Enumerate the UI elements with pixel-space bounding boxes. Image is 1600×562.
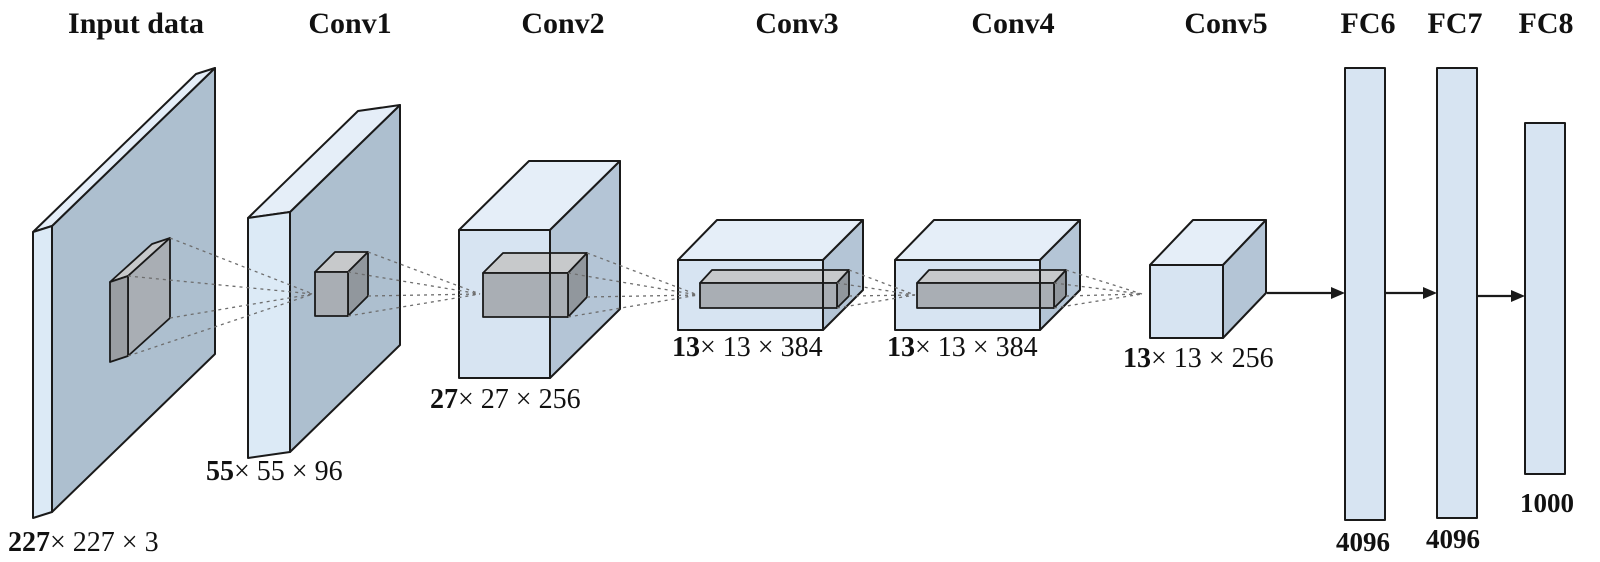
- layer-dims-conv2: 27× 27 × 256: [430, 384, 581, 415]
- conv1-slab-front-strip: [247, 211, 291, 459]
- fc7-bar: [1436, 67, 1478, 519]
- dims-rest: × 27 × 256: [458, 384, 581, 415]
- dims-rest: × 227 × 3: [50, 527, 159, 558]
- fc6-units: 4096: [1336, 527, 1390, 557]
- dims-rest: × 13 × 256: [1151, 343, 1274, 374]
- projection-line: [1053, 293, 1143, 309]
- arrow-head-icon: [1511, 290, 1525, 302]
- layer-dims-conv5: 13× 13 × 256: [1123, 343, 1274, 374]
- conv1-kernel-front: [314, 271, 349, 317]
- layer-title-conv3: Conv3: [755, 7, 838, 40]
- conv4-kernel-top: [916, 269, 1067, 284]
- layer-dims-conv4: 13× 13 × 384: [887, 332, 1038, 363]
- layer-title-fc8: FC8: [1519, 7, 1574, 40]
- projection-line: [1065, 293, 1143, 297]
- conv5-box: [1149, 219, 1267, 339]
- projection-conv2-to-conv3: [567, 252, 699, 318]
- projection-conv3-to-conv4: [836, 269, 916, 309]
- projection-line: [169, 293, 314, 319]
- layer-dims-conv3: 13× 13 × 384: [672, 332, 823, 363]
- projection-line: [567, 294, 699, 318]
- conv3-kernel-box: [699, 260, 850, 330]
- layer-title-conv5: Conv5: [1184, 7, 1267, 40]
- projection-conv1-to-conv2: [347, 251, 481, 317]
- layer-title-fc7: FC7: [1428, 7, 1483, 40]
- layer-title-input: Input data: [68, 7, 204, 40]
- conv2-kernel-front: [482, 272, 569, 318]
- projection-line: [567, 272, 699, 296]
- dims-lead: 13: [1123, 343, 1151, 374]
- projection-line: [586, 294, 699, 298]
- dims-lead: 55: [206, 456, 234, 487]
- dims-rest: × 55 × 96: [234, 456, 343, 487]
- projection-input-to-conv1: [127, 237, 314, 357]
- fc6-bar: [1344, 67, 1386, 521]
- conv3-kernel-top: [699, 269, 850, 284]
- conv4-kernel-box: [916, 260, 1067, 330]
- layer-title-conv2: Conv2: [521, 7, 604, 40]
- conv5-box-front: [1149, 264, 1224, 339]
- projection-line: [836, 294, 916, 309]
- projection-line: [1053, 282, 1143, 295]
- projection-line: [367, 251, 481, 295]
- dims-rest: × 13 × 384: [700, 332, 823, 363]
- layer-title-fc6: FC6: [1341, 7, 1396, 40]
- projection-line: [169, 237, 314, 295]
- projection-line: [347, 293, 481, 317]
- projection-line: [367, 293, 481, 297]
- dims-lead: 13: [672, 332, 700, 363]
- projection-line: [848, 269, 916, 296]
- layer-dims-conv1: 55× 55 × 96: [206, 456, 343, 487]
- conv4-kernel-front: [916, 282, 1055, 309]
- input-slab-front-strip: [32, 225, 53, 519]
- dims-lead: 227: [8, 527, 50, 558]
- layer-title-conv4: Conv4: [971, 7, 1054, 40]
- dims-lead: 27: [430, 384, 458, 415]
- arrow-fc7-to-fc8: [1477, 290, 1525, 302]
- projection-conv4-to-conv5: [1053, 269, 1143, 309]
- projection-line: [586, 252, 699, 296]
- arrow-conv5-to-fc6: [1267, 287, 1345, 299]
- fc7-units: 4096: [1426, 524, 1480, 554]
- layer-title-conv1: Conv1: [308, 7, 391, 40]
- fc8-bar: [1524, 122, 1566, 475]
- dims-lead: 13: [887, 332, 915, 363]
- layer-dims-input: 227× 227 × 3: [8, 527, 159, 558]
- projection-line: [127, 293, 314, 357]
- projection-line: [347, 271, 481, 295]
- conv3-kernel-front: [699, 282, 838, 309]
- arrow-head-icon: [1423, 287, 1437, 299]
- input-kernel-strip: [109, 275, 129, 363]
- projection-line: [836, 282, 916, 296]
- arrow-head-icon: [1331, 287, 1345, 299]
- projection-line: [127, 275, 314, 295]
- dims-rest: × 13 × 384: [915, 332, 1038, 363]
- fc8-units: 1000: [1520, 488, 1574, 518]
- arrow-fc6-to-fc7: [1385, 287, 1437, 299]
